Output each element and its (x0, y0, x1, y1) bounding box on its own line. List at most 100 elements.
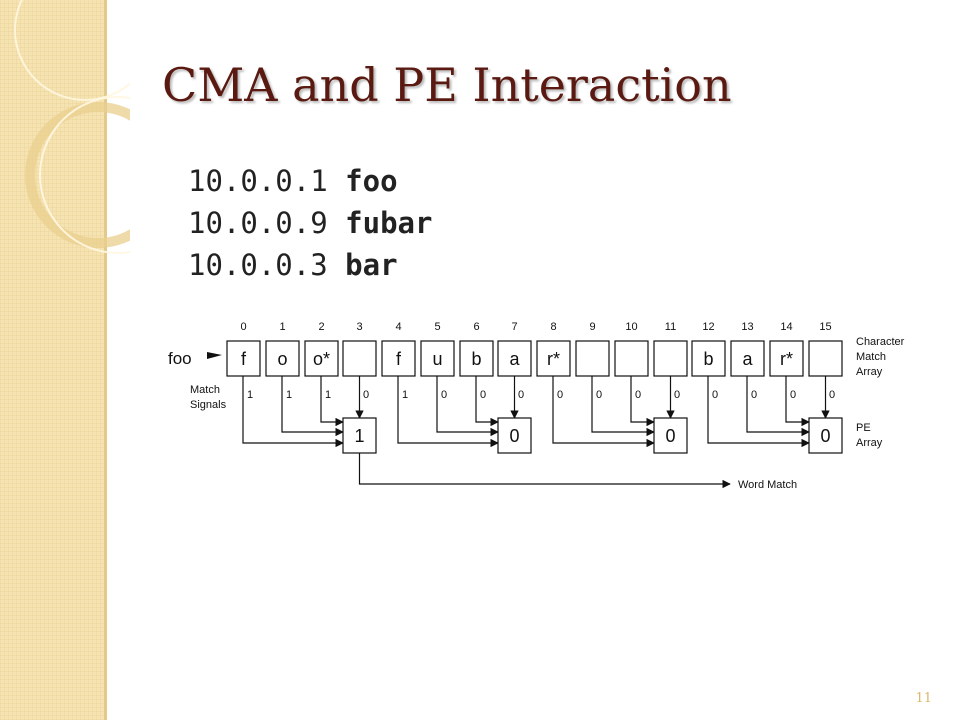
cma-cell (381, 340, 416, 377)
cell-char: f (241, 349, 247, 369)
pe-value: 0 (509, 426, 519, 446)
deco-circle-large (25, 102, 130, 248)
match-signal-value: 0 (790, 389, 796, 401)
match-signal-value: 0 (751, 389, 757, 401)
signal-line (320, 376, 344, 427)
cell-index: 1 (279, 321, 285, 333)
pe-cell (342, 417, 377, 454)
match-signal-value: 0 (712, 389, 718, 401)
input-arrow (207, 352, 222, 359)
match-signal-value: 0 (441, 389, 447, 401)
cell-char: f (396, 349, 402, 369)
match-signal-value: 0 (635, 389, 641, 401)
match-signal-value: 0 (480, 389, 486, 401)
match-signals-label: Signals (190, 399, 227, 411)
match-signal-value: 0 (829, 389, 835, 401)
cma-cell (730, 340, 765, 377)
input-label: foo (168, 349, 192, 368)
pe-cell (497, 417, 532, 454)
pe-cell (653, 417, 688, 454)
cell-index: 0 (240, 321, 246, 333)
cell-char: o (277, 349, 287, 369)
cell-char: a (509, 349, 520, 369)
pe-cell (808, 417, 843, 454)
cma-cell (497, 340, 532, 377)
match-signal-value: 0 (363, 389, 369, 401)
signal-line (475, 376, 499, 427)
host-name: bar (345, 248, 398, 282)
cell-index: 3 (356, 321, 362, 333)
cma-cell (653, 340, 688, 377)
cell-char: r* (780, 349, 793, 369)
match-signal-value: 0 (596, 389, 602, 401)
host-row: 10.0.0.3 bar (188, 244, 432, 286)
match-signal-value: 0 (557, 389, 563, 401)
deco-circle-outline (39, 96, 130, 254)
cell-index: 11 (665, 321, 676, 333)
pe-array-label: PE (856, 422, 871, 434)
pe-value: 0 (665, 426, 675, 446)
cell-index: 7 (511, 321, 517, 333)
signal-line (630, 376, 655, 427)
signal-line (785, 376, 810, 427)
cell-index: 2 (318, 321, 324, 333)
cell-char: b (703, 349, 713, 369)
signal-line (746, 376, 810, 437)
cell-index: 14 (780, 321, 792, 333)
match-signal-value: 1 (402, 389, 408, 401)
cma-cell (536, 340, 571, 377)
cma-label: Array (856, 366, 883, 378)
cell-index: 15 (819, 321, 831, 333)
slide-title: CMA and PE Interaction (162, 58, 732, 112)
cell-index: 10 (625, 321, 637, 333)
signal-line (397, 376, 499, 448)
cell-index: 5 (434, 321, 440, 333)
cma-cell (459, 340, 494, 377)
match-signal-value: 1 (247, 389, 253, 401)
cell-char: b (471, 349, 481, 369)
signal-line (707, 376, 810, 448)
match-signals-label: Match (190, 384, 220, 396)
cma-label: Character (856, 336, 905, 348)
cma-cell (808, 340, 843, 377)
host-ip: 10.0.0.9 (188, 206, 328, 240)
match-signal-value: 0 (674, 389, 680, 401)
cma-cell (342, 340, 377, 377)
signal-line (552, 376, 655, 448)
cma-cell (226, 340, 261, 377)
host-row: 10.0.0.1 foo (188, 160, 432, 202)
sidebar-edge (104, 0, 107, 720)
word-match-label: Word Match (738, 479, 797, 491)
cma-cell (304, 340, 339, 377)
pe-value: 1 (354, 426, 364, 446)
cma-cell (575, 340, 610, 377)
cell-char: o* (313, 349, 330, 369)
pe-array-label: Array (856, 437, 883, 449)
cell-char: r* (547, 349, 560, 369)
cell-index: 4 (395, 321, 401, 333)
cma-label: Match (856, 351, 886, 363)
host-name: fubar (345, 206, 433, 240)
host-name: foo (345, 164, 398, 198)
match-signal-value: 0 (518, 389, 524, 401)
pe-value: 0 (820, 426, 830, 446)
signal-line (281, 376, 344, 437)
match-signal-value: 1 (286, 389, 292, 401)
slide-number: 11 (915, 691, 932, 706)
cma-cell (614, 340, 649, 377)
cma-cell (691, 340, 726, 377)
host-row: 10.0.0.9 fubar (188, 202, 432, 244)
cell-index: 6 (473, 321, 479, 333)
decorative-circles (14, 0, 130, 254)
deco-circle-top (14, 0, 130, 101)
signal-line (591, 376, 655, 437)
cell-char: u (432, 349, 442, 369)
cell-index: 13 (741, 321, 753, 333)
cell-char: a (742, 349, 753, 369)
host-list: 10.0.0.1 foo 10.0.0.9 fubar 10.0.0.3 bar (188, 160, 432, 286)
signal-line (436, 376, 499, 437)
cma-cell (769, 340, 804, 377)
cell-index: 8 (550, 321, 556, 333)
host-ip: 10.0.0.1 (188, 164, 328, 198)
